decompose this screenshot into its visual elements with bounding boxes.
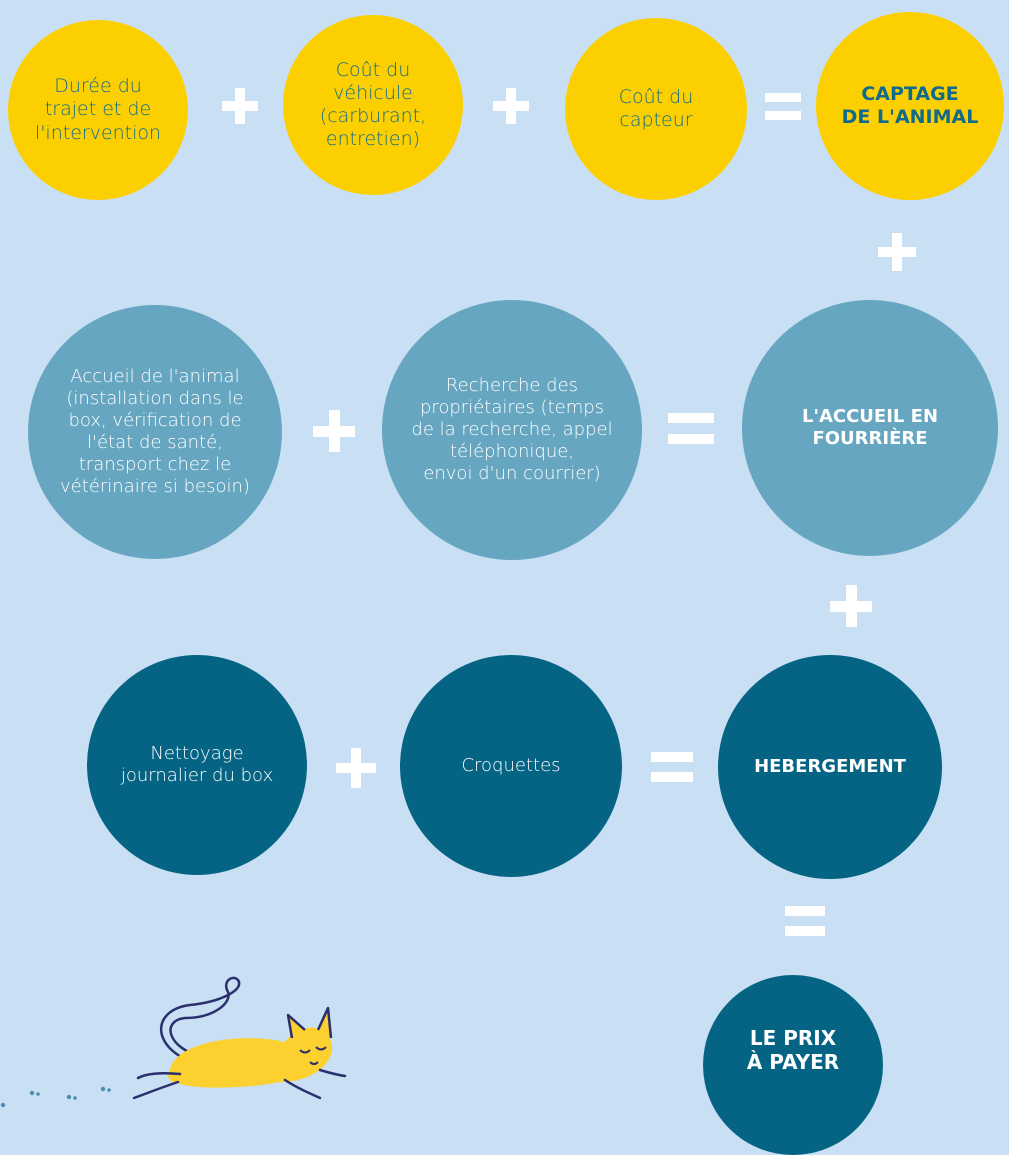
circle-daily-cleaning: Nettoyage journalier du box <box>87 655 307 875</box>
plus-icon <box>313 410 355 452</box>
circle-catcher-cost: Coût du capteur <box>565 18 747 200</box>
circle-owner-search: Recherche des propriétaires (temps de la… <box>382 300 642 560</box>
circle-vehicle-cost: Coût du véhicule (carburant, entretien) <box>283 15 463 195</box>
plus-icon <box>222 88 258 124</box>
circle-trip-duration-label: Durée du trajet et de l'intervention <box>34 75 162 144</box>
plus-icon <box>830 585 872 627</box>
circle-daily-cleaning-label: Nettoyage journalier du box <box>120 743 274 786</box>
circle-animal-capture: CAPTAGE DE L'ANIMAL <box>816 12 1004 200</box>
circle-animal-capture-label: CAPTAGE DE L'ANIMAL <box>841 82 979 128</box>
circle-animal-reception: Accueil de l'animal (installation dans l… <box>28 305 282 559</box>
plus-icon <box>878 233 916 271</box>
plus-icon <box>493 88 529 124</box>
equals-icon <box>668 413 714 445</box>
circle-pound-reception: L'ACCUEIL EN FOURRIÈRE <box>742 300 998 556</box>
circle-kibble-label: Croquettes <box>461 755 561 777</box>
circle-kibble: Croquettes <box>400 655 622 877</box>
circle-housing: HEBERGEMENT <box>718 655 942 879</box>
circle-trip-duration: Durée du trajet et de l'intervention <box>8 20 188 200</box>
equals-icon <box>765 93 801 121</box>
circle-owner-search-label: Recherche des propriétaires (temps de la… <box>411 375 613 484</box>
plus-icon <box>336 748 376 788</box>
circle-vehicle-cost-label: Coût du véhicule (carburant, entretien) <box>319 58 427 151</box>
circle-price-to-pay: LE PRIX À PAYER <box>703 975 883 1155</box>
circle-pound-reception-label: L'ACCUEIL EN FOURRIÈRE <box>801 406 939 449</box>
circle-catcher-cost-label: Coût du capteur <box>618 85 694 131</box>
circle-housing-label: HEBERGEMENT <box>754 756 906 778</box>
equals-icon <box>651 752 693 782</box>
sleeping-cat-illustration <box>0 976 347 1108</box>
equals-icon <box>785 906 825 936</box>
circle-price-to-pay-label: LE PRIX À PAYER <box>746 1025 840 1074</box>
circle-animal-reception-label: Accueil de l'animal (installation dans l… <box>60 366 250 497</box>
paw-prints <box>0 1086 111 1108</box>
